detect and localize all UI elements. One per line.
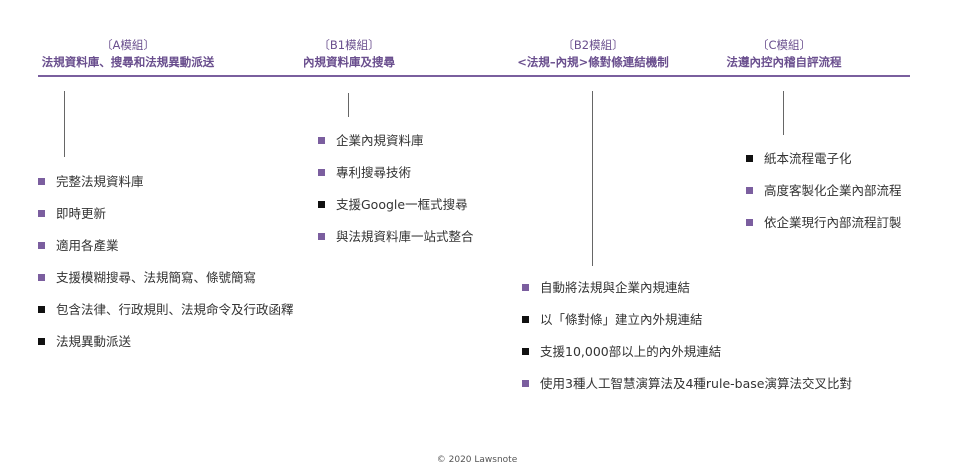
copyright-footer: © 2020 Lawsnote: [436, 455, 518, 465]
module-b2-connector: [592, 91, 593, 266]
module-b1-feature-list: 企業內規資料庫 專利搜尋技術 支援Google一框式搜尋 與法規資料庫一站式整合: [318, 133, 474, 261]
module-c-tag: 〔C模組〕: [756, 38, 812, 52]
module-b1-title: 內規資料庫及搜尋: [303, 55, 395, 69]
list-item: 高度客製化企業內部流程: [746, 183, 902, 215]
list-item-label: 專利搜尋技術: [336, 165, 412, 180]
list-item: 企業內規資料庫: [318, 133, 474, 165]
list-item: 包含法律、行政規則、法規命令及行政函釋: [38, 302, 294, 334]
module-b2-tag: 〔B2模組〕: [562, 38, 624, 52]
module-a-header: 〔A模組〕 法規資料庫、搜尋和法規異動派送: [38, 37, 218, 71]
list-item-label: 即時更新: [56, 206, 107, 221]
list-item: 以「條對條」建立內外規連結: [522, 312, 852, 344]
list-item-label: 支援模糊搜尋、法規簡寫、條號簡寫: [56, 270, 257, 285]
bullet-icon: [38, 178, 45, 185]
bullet-icon: [522, 380, 529, 387]
list-item: 依企業現行內部流程訂製: [746, 215, 902, 247]
list-item: 適用各產業: [38, 238, 294, 270]
module-b1-tag: 〔B1模組〕: [318, 38, 380, 52]
module-b1-header: 〔B1模組〕 內規資料庫及搜尋: [290, 37, 408, 71]
bullet-icon: [38, 274, 45, 281]
bullet-icon: [318, 201, 325, 208]
bullet-icon: [38, 306, 45, 313]
list-item: 使用3種人工智慧演算法及4種rule-base演算法交叉比對: [522, 376, 852, 408]
list-item: 與法規資料庫一站式整合: [318, 229, 474, 261]
list-item-label: 與法規資料庫一站式整合: [336, 229, 474, 244]
list-item-label: 支援Google一框式搜尋: [336, 197, 468, 212]
list-item: 法規異動派送: [38, 334, 294, 366]
module-c-connector: [783, 91, 784, 135]
module-b2-title: <法規–內規>條對條連結機制: [517, 55, 669, 69]
bullet-icon: [318, 169, 325, 176]
list-item: 完整法規資料庫: [38, 174, 294, 206]
module-b2-header: 〔B2模組〕 <法規–內規>條對條連結機制: [500, 37, 686, 71]
bullet-icon: [38, 338, 45, 345]
list-item: 支援10,000部以上的內外規連結: [522, 344, 852, 376]
list-item-label: 支援10,000部以上的內外規連結: [540, 344, 722, 359]
list-item-label: 依企業現行內部流程訂製: [764, 215, 902, 230]
list-item: 專利搜尋技術: [318, 165, 474, 197]
header-divider: [38, 75, 910, 77]
list-item: 即時更新: [38, 206, 294, 238]
module-a-tag: 〔A模組〕: [101, 38, 155, 52]
module-a-feature-list: 完整法規資料庫 即時更新 適用各產業 支援模糊搜尋、法規簡寫、條號簡寫 包含法律…: [38, 174, 294, 366]
bullet-icon: [746, 187, 753, 194]
module-c-header: 〔C模組〕 法遵內控內稽自評流程: [716, 37, 852, 71]
list-item-label: 以「條對條」建立內外規連結: [540, 312, 703, 327]
module-c-title: 法遵內控內稽自評流程: [726, 55, 842, 69]
list-item-label: 包含法律、行政規則、法規命令及行政函釋: [56, 302, 294, 317]
bullet-icon: [746, 219, 753, 226]
module-c-feature-list: 紙本流程電子化 高度客製化企業內部流程 依企業現行內部流程訂製: [746, 151, 902, 247]
list-item-label: 使用3種人工智慧演算法及4種rule-base演算法交叉比對: [540, 376, 852, 391]
list-item: 紙本流程電子化: [746, 151, 902, 183]
list-item: 支援Google一框式搜尋: [318, 197, 474, 229]
list-item-label: 高度客製化企業內部流程: [764, 183, 902, 198]
bullet-icon: [38, 242, 45, 249]
list-item-label: 法規異動派送: [56, 334, 132, 349]
list-item-label: 自動將法規與企業內規連結: [540, 280, 691, 295]
bullet-icon: [522, 348, 529, 355]
module-b1-connector: [348, 93, 349, 117]
list-item-label: 企業內規資料庫: [336, 133, 424, 148]
bullet-icon: [318, 233, 325, 240]
module-b2-feature-list: 自動將法規與企業內規連結 以「條對條」建立內外規連結 支援10,000部以上的內…: [522, 280, 852, 408]
module-a-connector: [64, 91, 65, 157]
list-item-label: 完整法規資料庫: [56, 174, 144, 189]
list-item-label: 適用各產業: [56, 238, 119, 253]
module-a-title: 法規資料庫、搜尋和法規異動派送: [41, 55, 215, 69]
bullet-icon: [522, 316, 529, 323]
bullet-icon: [746, 155, 753, 162]
list-item: 自動將法規與企業內規連結: [522, 280, 852, 312]
bullet-icon: [38, 210, 45, 217]
list-item-label: 紙本流程電子化: [764, 151, 852, 166]
bullet-icon: [522, 284, 529, 291]
bullet-icon: [318, 137, 325, 144]
list-item: 支援模糊搜尋、法規簡寫、條號簡寫: [38, 270, 294, 302]
